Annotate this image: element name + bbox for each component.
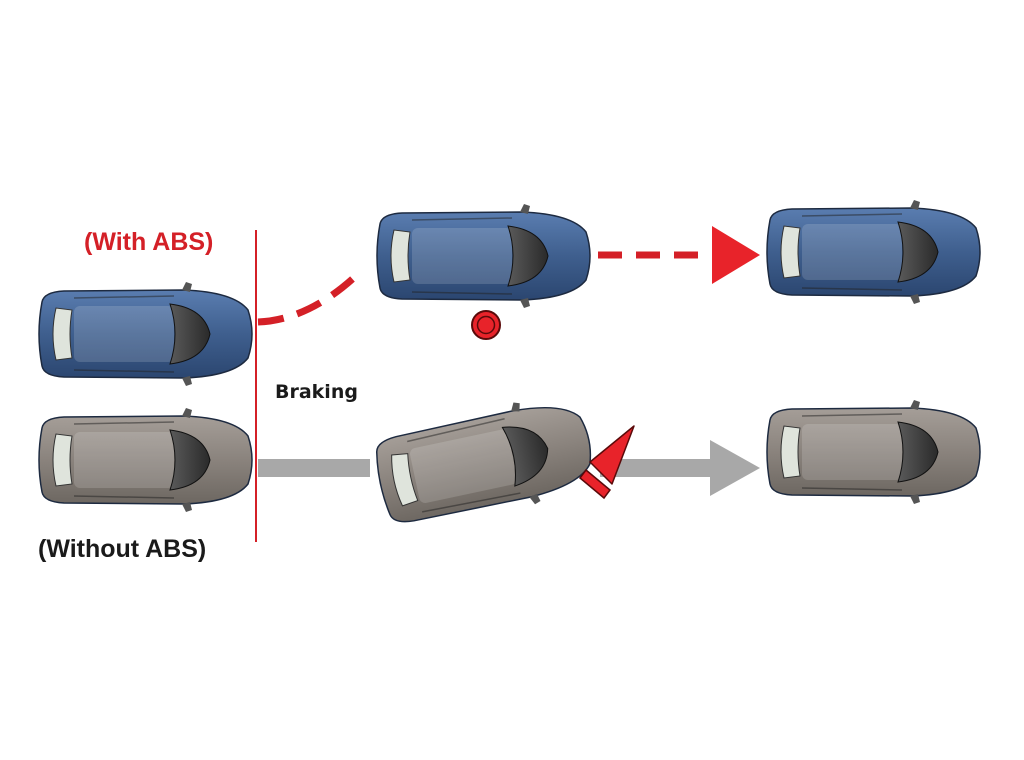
obstacle-circle-icon (471, 310, 501, 340)
car-with-abs-start (38, 281, 253, 387)
car-without-abs-start (38, 407, 253, 513)
braking-label: Braking (275, 381, 358, 403)
abs-path-curve (257, 269, 363, 326)
no-abs-path-bar-1 (258, 459, 370, 477)
car-without-abs-end (766, 399, 981, 505)
with-abs-label: (With ABS) (84, 228, 214, 256)
no-abs-path-arrowhead (710, 440, 760, 496)
car-without-abs-skidding (368, 388, 601, 536)
abs-path-arrowhead (712, 226, 760, 284)
car-with-abs-end (766, 199, 981, 305)
no-abs-path-bar-2 (600, 459, 712, 477)
obstacle-cone-icon (578, 425, 635, 500)
car-with-abs-steering (376, 203, 591, 309)
without-abs-label: (Without ABS) (38, 535, 207, 563)
